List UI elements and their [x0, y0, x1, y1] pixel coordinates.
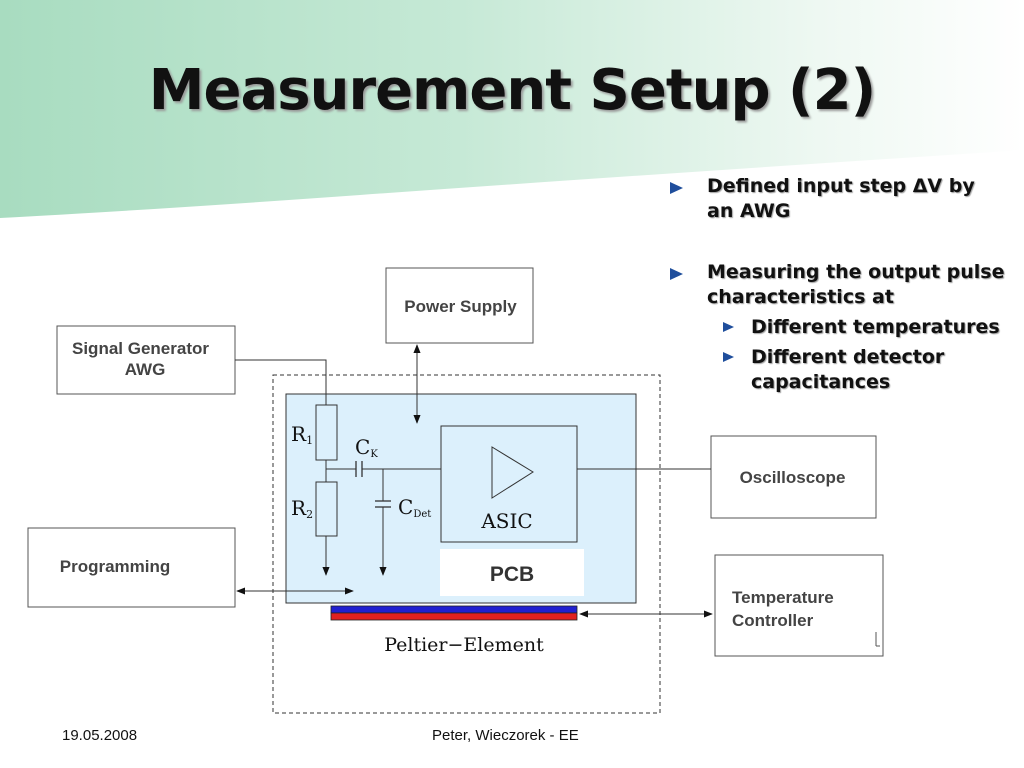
temperature-controller-label-line1: Temperature	[732, 588, 834, 607]
bullet-text: Defined input step ΔV by an AWG	[707, 175, 975, 222]
bullet-triangle-icon	[670, 268, 683, 280]
temperature-controller-label-line2: Controller	[732, 611, 814, 630]
pcb-label: PCB	[490, 563, 534, 586]
amplifier-triangle	[491, 446, 534, 499]
programming-label: Programming	[59, 557, 171, 576]
peltier-label: Peltier−Element	[384, 634, 544, 656]
r2-label: R2	[291, 496, 313, 521]
signal-wire	[235, 359, 327, 405]
power-supply-box	[385, 267, 534, 344]
asic-box	[440, 425, 578, 543]
asic-label: ASIC	[480, 509, 532, 533]
sub-bullet-triangle-icon	[723, 322, 734, 332]
cdet-label: CDet	[398, 495, 431, 520]
ck-label: CK	[355, 435, 378, 460]
slide-title: Measurement Setup (2)	[148, 58, 876, 123]
header-background	[0, 0, 1024, 218]
oscilloscope-box	[710, 435, 877, 519]
peltier-blue-layer	[330, 605, 578, 614]
temperature-controller-box	[714, 554, 884, 657]
peltier-red-layer	[330, 612, 578, 621]
oscilloscope-label: Oscilloscope	[739, 468, 846, 487]
sub-bullet-text: Different detector capacitances	[751, 346, 945, 393]
r1-label: R1	[291, 422, 313, 447]
bullet-text: Measuring the output pulse characteristi…	[707, 261, 1005, 308]
signal-generator-sublabel: AWG	[124, 360, 166, 379]
footer-author: Peter, Wieczorek - EE	[432, 727, 579, 744]
climate-chamber-boundary	[272, 374, 661, 714]
footer-date: 19.05.2008	[62, 727, 138, 744]
sub-bullet-text: Different temperatures	[751, 316, 1000, 338]
power-supply-label: Power Supply	[404, 297, 517, 316]
programming-box	[27, 527, 236, 608]
signal-generator-label: Signal Generator	[72, 339, 209, 358]
bullet-triangle-icon	[670, 182, 683, 194]
sub-bullet-triangle-icon	[723, 352, 734, 362]
pcb-label-box	[440, 549, 584, 596]
